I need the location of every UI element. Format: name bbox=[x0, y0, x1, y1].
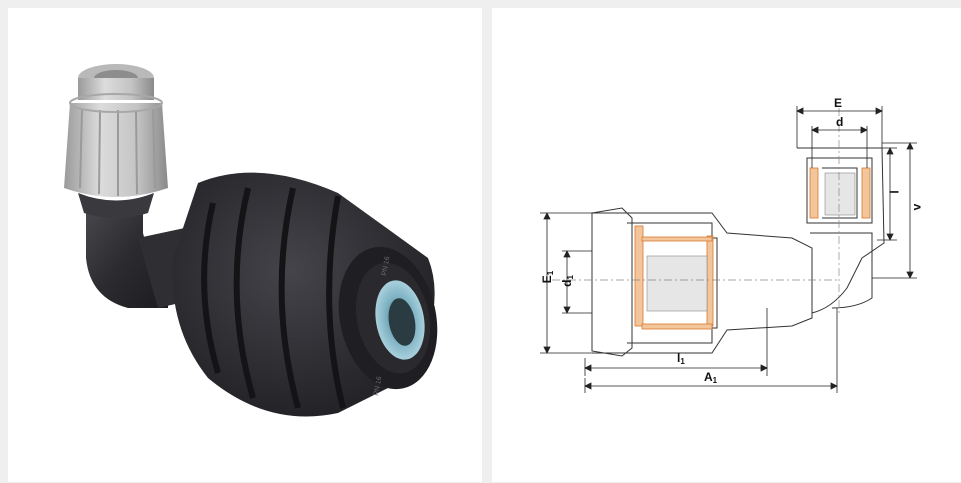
product-marking-top: PN 16 bbox=[381, 256, 391, 276]
cap-outline-left bbox=[591, 207, 633, 357]
dim-label-v: v bbox=[909, 203, 924, 211]
technical-drawing-panel: E d l v E1 d1 l1 A1 bbox=[492, 8, 961, 482]
dim-label-l1: l1 bbox=[677, 351, 685, 366]
dim-label-l: l bbox=[887, 190, 902, 194]
grey-compression-nut bbox=[64, 64, 168, 218]
dim-label-A1: A1 bbox=[704, 370, 718, 385]
dim-label-E: E bbox=[834, 96, 843, 110]
cross-section-drawing bbox=[540, 106, 917, 393]
elbow-fitting-illustration: PN 16 PN 16 bbox=[64, 64, 438, 417]
product-photo-panel: PN 16 PN 16 bbox=[8, 8, 482, 482]
dim-label-E1: E1 bbox=[540, 270, 556, 284]
dim-label-d1: d1 bbox=[559, 275, 575, 287]
dim-label-d: d bbox=[836, 115, 844, 129]
product-marking-bottom: PN 16 bbox=[373, 376, 383, 396]
blue-seal-ring bbox=[375, 280, 425, 360]
